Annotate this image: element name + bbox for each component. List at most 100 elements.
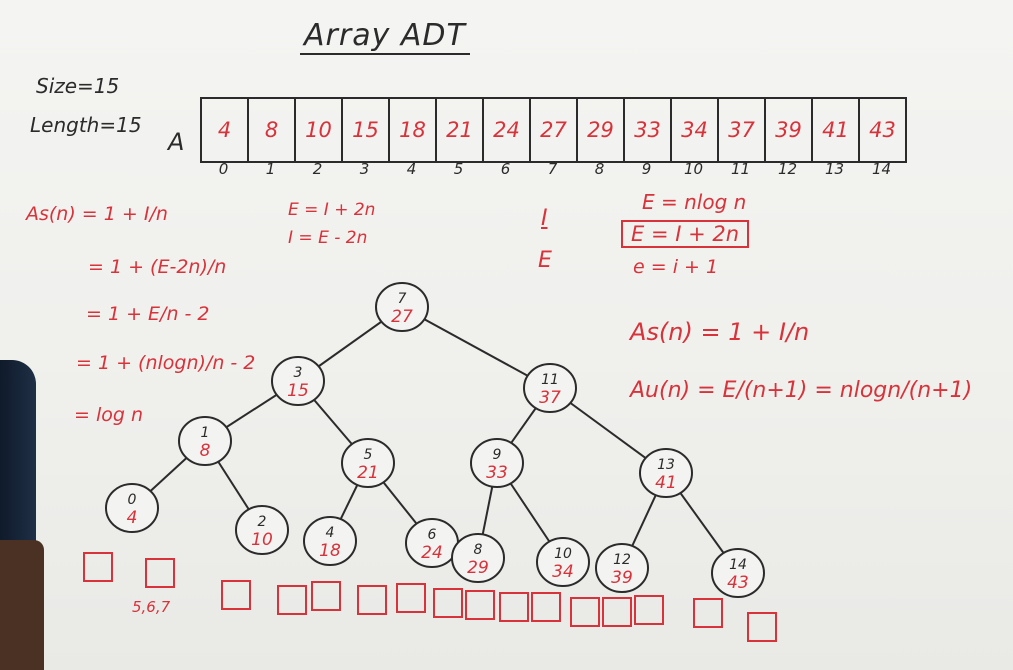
external-node (277, 585, 307, 615)
successful-search-formula: As(n) = 1 + I/n (630, 318, 810, 346)
external-node (531, 592, 561, 622)
array-cell: 33 (625, 99, 672, 161)
external-node-note: 5,6,7 (132, 598, 171, 616)
external-node (570, 597, 600, 627)
external-node (311, 581, 341, 611)
array-index: 8 (594, 160, 605, 178)
tree-node-index: 1 (201, 425, 210, 441)
tree-node-value: 41 (655, 473, 677, 493)
unsuccessful-search-formula: Au(n) = E/(n+1) = nlogn/(n+1) (630, 378, 973, 403)
index-row: 0 1 2 3 4 5 6 7 8 9 10 11 12 13 14 (200, 160, 905, 178)
tree-node-value: 29 (467, 558, 489, 578)
tree-node-index: 13 (657, 457, 675, 473)
tree-node (639, 448, 693, 498)
array-index: 11 (730, 160, 751, 178)
tree-node-value: 18 (319, 541, 341, 561)
array-index: 4 (406, 160, 417, 178)
derivation-line-1: As(n) = 1 + I/n (26, 203, 168, 225)
array-cell: 39 (766, 99, 813, 161)
external-node (747, 612, 777, 642)
derivation-line-4: = 1 + (nlogn)/n - 2 (76, 352, 256, 374)
tree-node (523, 363, 577, 413)
external-node (83, 552, 113, 582)
tree-node (711, 548, 765, 598)
external-node (602, 597, 632, 627)
middle-eq-2: I = E - 2n (288, 228, 368, 248)
length-label: Length=15 (30, 113, 142, 137)
external-node (693, 598, 723, 628)
tree-node-index: 6 (428, 527, 437, 543)
tree-node-value: 24 (421, 543, 443, 563)
tree-node-index: 2 (258, 514, 267, 530)
tree-node (536, 537, 590, 587)
right-eq-1: E = nlog n (642, 190, 747, 214)
tree-node-index: 10 (554, 546, 572, 562)
tree-node-value: 21 (357, 463, 379, 483)
array-index: 1 (265, 160, 276, 178)
tree-node-index: 4 (326, 525, 335, 541)
page-title: Array ADT (300, 18, 470, 55)
array-index: 0 (218, 160, 229, 178)
array-cell: 29 (578, 99, 625, 161)
external-node (499, 592, 529, 622)
right-eq-boxed: E = I + 2n (621, 220, 750, 248)
tree-node (271, 356, 325, 406)
array-cell: 21 (437, 99, 484, 161)
tree-node (105, 483, 159, 533)
external-node (465, 590, 495, 620)
tree-node-index: 11 (541, 372, 559, 388)
array-index: 3 (359, 160, 370, 178)
tree-node-value: 4 (127, 508, 138, 528)
array-cell: 37 (719, 99, 766, 161)
array-cell: 8 (249, 99, 296, 161)
tree-node (470, 438, 524, 488)
external-node (145, 558, 175, 588)
external-node (357, 585, 387, 615)
external-node (221, 580, 251, 610)
array-cell: 34 (672, 99, 719, 161)
external-node (433, 588, 463, 618)
tree-node-index: 3 (294, 365, 303, 381)
array-row: 4 8 10 15 18 21 24 27 29 33 34 37 39 41 … (200, 97, 907, 163)
array-cell: 43 (869, 118, 896, 142)
array-cell: 27 (531, 99, 578, 161)
tree-node-index: 12 (613, 552, 631, 568)
derivation-line-2: = 1 + (E-2n)/n (88, 256, 227, 278)
tree-node-value: 10 (251, 530, 273, 550)
tree-node-value: 43 (727, 573, 749, 593)
tree-node-index: 7 (398, 291, 407, 307)
array-cell: 15 (343, 99, 390, 161)
tree-node (595, 543, 649, 593)
tree-node-index: 8 (474, 542, 483, 558)
array-name: A (168, 128, 185, 156)
tree-node (341, 438, 395, 488)
array-index: 6 (500, 160, 511, 178)
tree-node-index: 9 (493, 447, 502, 463)
presenter-arm (0, 540, 44, 670)
tree-node (303, 516, 357, 566)
array-cell: 41 (813, 99, 860, 161)
array-index: 12 (777, 160, 798, 178)
tree-node-value: 27 (391, 307, 413, 327)
tree-node-value: 33 (486, 463, 508, 483)
array-index: 10 (683, 160, 704, 178)
external-node (634, 595, 664, 625)
tree-node-value: 34 (552, 562, 574, 582)
tree-node (451, 533, 505, 583)
tree-node (375, 282, 429, 332)
tree-node (235, 505, 289, 555)
derivation-line-5: = log n (74, 404, 144, 426)
array-cell: 4 (202, 99, 249, 161)
tree-node-value: 39 (611, 568, 633, 588)
external-path-label: E (538, 248, 552, 273)
tree-node-value: 15 (287, 381, 309, 401)
array-index: 5 (453, 160, 464, 178)
array-cell: 10 (296, 99, 343, 161)
external-node (396, 583, 426, 613)
tree-node-value: 8 (200, 441, 211, 461)
middle-eq-1: E = I + 2n (288, 200, 376, 220)
tree-node-index: 5 (364, 447, 373, 463)
array-cell: 24 (484, 99, 531, 161)
array-index: 2 (312, 160, 323, 178)
